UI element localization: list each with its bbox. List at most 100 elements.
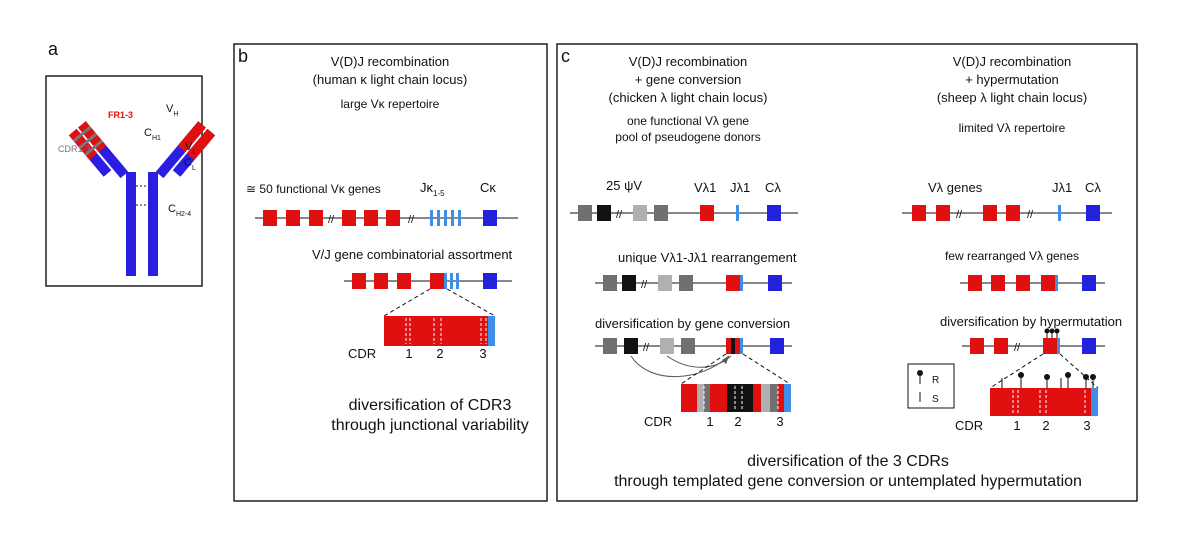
panel-b-frame (233, 43, 548, 502)
sheep-c-label: Cλ (1085, 180, 1101, 195)
sheep-v-label: Vλ genes (928, 180, 983, 195)
v-gene (263, 210, 277, 226)
v-gene (364, 210, 378, 226)
pseudogene (622, 275, 636, 291)
replacement-mutation-head (1018, 372, 1024, 378)
chicken-note-line1: one functional Vλ gene (627, 114, 749, 128)
pseudogene (654, 205, 668, 221)
sheep-title-line2: + hypermutation (965, 72, 1059, 87)
j-segment (444, 273, 447, 289)
mutation-legend-frame (907, 363, 955, 409)
rearranged-v-gene (1041, 275, 1055, 291)
sheep-note: limited Vλ repertoire (959, 121, 1066, 135)
c-gene (1082, 338, 1096, 354)
sheep-rearranged-locus (960, 275, 1105, 291)
replacement-mutation-head (1090, 374, 1096, 380)
fr-label: FR1-3 (108, 110, 133, 120)
left-cdr-band-2 (78, 132, 98, 150)
sheep-lambda-locus: // // (902, 205, 1112, 221)
chicken-title-line2: + gene conversion (635, 72, 742, 87)
right-vl-domain (186, 128, 216, 160)
chicken-c-label: Cλ (765, 180, 781, 195)
panel-b-c-label: Cκ (480, 180, 496, 195)
zoom-line (680, 353, 727, 385)
j-region-bar (784, 384, 791, 412)
sheep-title-line3: (sheep λ light chain locus) (937, 90, 1087, 105)
replacement-mutation-head (1083, 374, 1089, 380)
cl-label: CL (184, 157, 196, 172)
panel-b-v-genes-label: ≅ 50 functional Vκ genes (246, 182, 381, 196)
panel-c-caption-line1: diversification of the 3 CDRs (747, 453, 949, 470)
panel-a-letter: a (48, 39, 59, 59)
v-gene (968, 275, 982, 291)
chicken-v-label: Vλ1 (694, 180, 716, 195)
chicken-gene-conversion-locus: // (595, 338, 792, 412)
c-lambda-gene (1086, 205, 1100, 221)
panel-b-cdr1: 1 (405, 346, 412, 361)
sheep-diversification-label: diversification by hypermutation (940, 314, 1122, 329)
break-mark: // (1014, 342, 1021, 354)
sheep-rearrangement-label: few rearranged Vλ genes (945, 249, 1079, 263)
sheep-hypermutation-locus: // (962, 328, 1105, 416)
heavy-chain-stem-right (148, 172, 158, 276)
mutation-legend: R S (907, 363, 955, 409)
donor-tract (697, 384, 704, 412)
c-lambda-gene (767, 205, 781, 221)
rearranged-kappa-locus (344, 273, 512, 346)
v-gene (342, 210, 356, 226)
vj-exon-bar (384, 316, 488, 346)
converted-tract (731, 338, 735, 354)
break-mark: // (1027, 209, 1034, 221)
j-segment (458, 210, 461, 226)
j-segment (1055, 275, 1058, 291)
c-gene (1082, 275, 1096, 291)
chicken-lambda-locus: // (570, 205, 798, 221)
chicken-cdr3: 3 (776, 414, 783, 429)
sheep-j-label: Jλ1 (1052, 180, 1072, 195)
sheep-cdr2: 2 (1042, 418, 1049, 433)
j-segment (740, 338, 743, 354)
chicken-cdr2: 2 (734, 414, 741, 429)
antibody-diagram (68, 121, 216, 276)
pseudogene (597, 205, 611, 221)
chicken-rearranged-locus: // (595, 275, 792, 291)
panel-c-caption-line2: through templated gene conversion or unt… (614, 473, 1082, 490)
donor-tract (770, 384, 778, 412)
sheep-cdr1: 1 (1013, 418, 1020, 433)
vh-label: VH (166, 103, 178, 118)
cdr-label: CDR1-3 (58, 144, 91, 154)
pseudogene (679, 275, 693, 291)
left-fab-arm (68, 121, 129, 179)
heavy-chain-stem-left (126, 172, 136, 276)
rearranged-v-gene (726, 275, 740, 291)
panel-b-caption-line2: through junctional variability (331, 417, 528, 434)
pseudogene (658, 275, 672, 291)
donor-tract (727, 384, 753, 412)
legend-r-label: R (932, 375, 939, 386)
break-mark: // (643, 342, 650, 354)
j-segment (456, 273, 459, 289)
zoom-line (383, 288, 431, 317)
v-gene (374, 273, 388, 289)
break-mark: // (956, 209, 963, 221)
right-fab-arm (155, 121, 216, 179)
legend-s-label: S (932, 394, 939, 405)
j-lambda1-segment (736, 205, 739, 221)
j-segment (1057, 338, 1060, 354)
v-gene (309, 210, 323, 226)
chicken-j-label: Jλ1 (730, 180, 750, 195)
replacement-mutation-head (1044, 374, 1050, 380)
ch1-label: CH1 (144, 127, 161, 142)
panel-b-title-line1: V(D)J recombination (331, 54, 450, 69)
v-gene (936, 205, 950, 221)
panel-c-frame (556, 43, 1138, 502)
panel-b-repertoire: large Vκ repertoire (341, 97, 440, 111)
break-mark: // (641, 279, 648, 291)
zoom-line (742, 353, 791, 385)
zoom-line (1059, 353, 1099, 389)
c-gene (483, 210, 497, 226)
donor-tract (704, 384, 710, 412)
chicken-rearrangement-label: unique Vλ1-Jλ1 rearrangement (618, 250, 797, 265)
conversion-arrow (630, 355, 730, 378)
mutated-v-gene (1043, 338, 1057, 354)
